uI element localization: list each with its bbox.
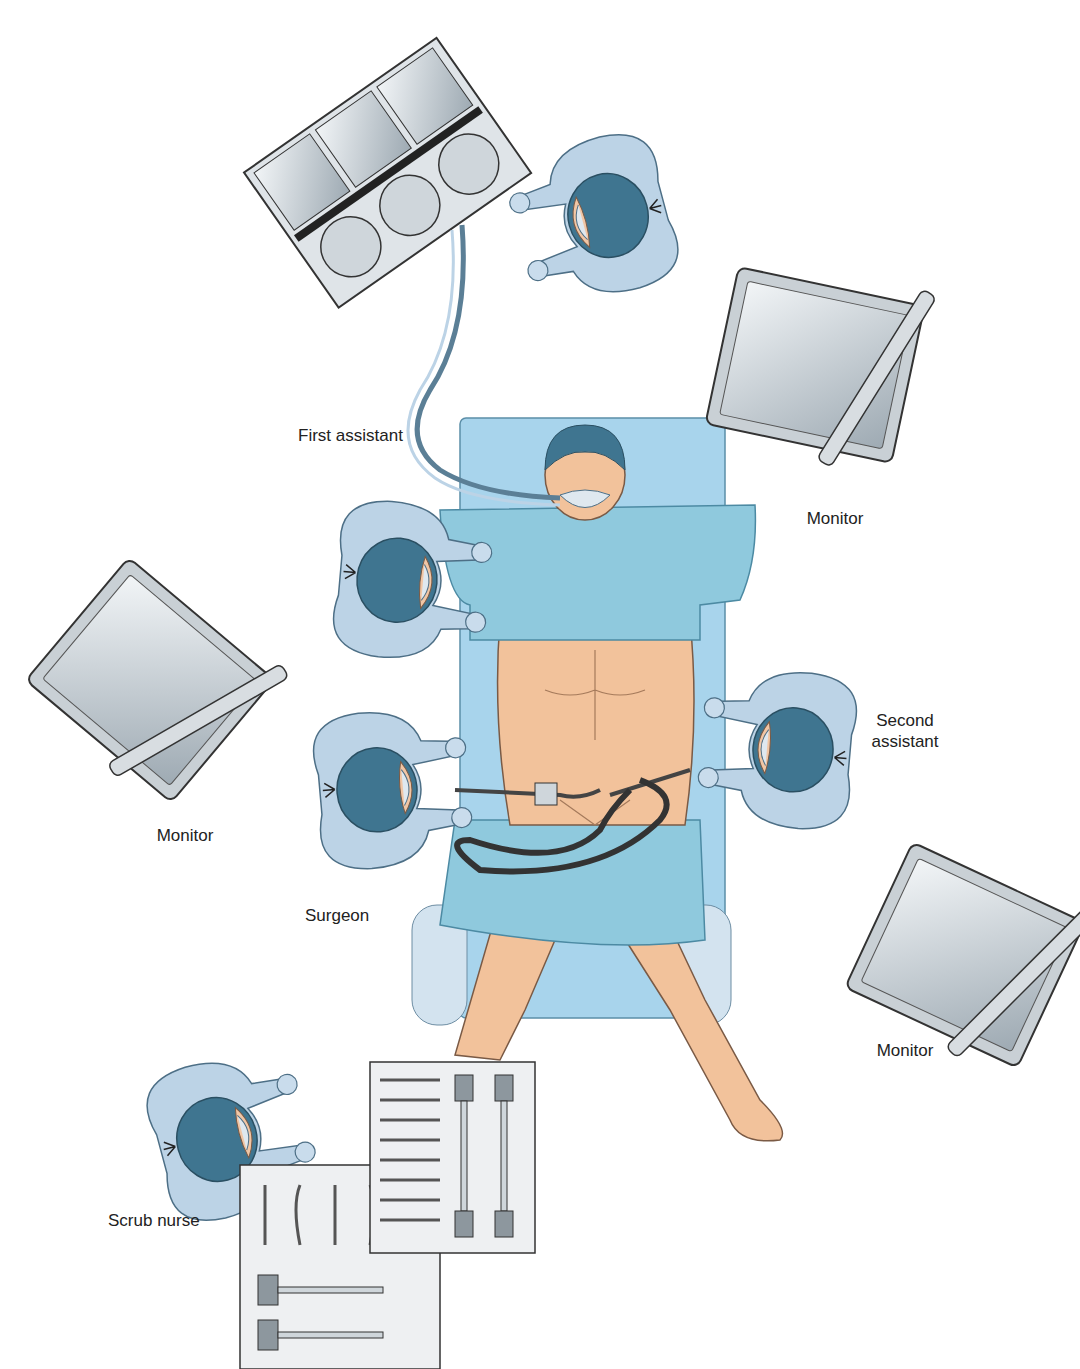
surgeon-figure — [310, 704, 475, 873]
role-label: Surgeon — [305, 905, 395, 926]
role-label: Monitor — [790, 508, 880, 529]
role-label: Scrub nurse — [108, 1210, 228, 1231]
first-assistant-figure — [330, 497, 495, 666]
anesthetist-figure — [499, 125, 686, 315]
monitor-device — [15, 545, 292, 822]
monitor-device — [838, 827, 1080, 1087]
monitor-device — [702, 251, 938, 482]
role-label: Monitor — [860, 1040, 950, 1061]
instrument-tray — [370, 1062, 535, 1253]
second-assistant-figure — [695, 664, 860, 833]
role-label: Monitor — [140, 825, 230, 846]
role-label: Second assistant — [860, 710, 950, 752]
role-label: First assistant — [298, 425, 438, 446]
